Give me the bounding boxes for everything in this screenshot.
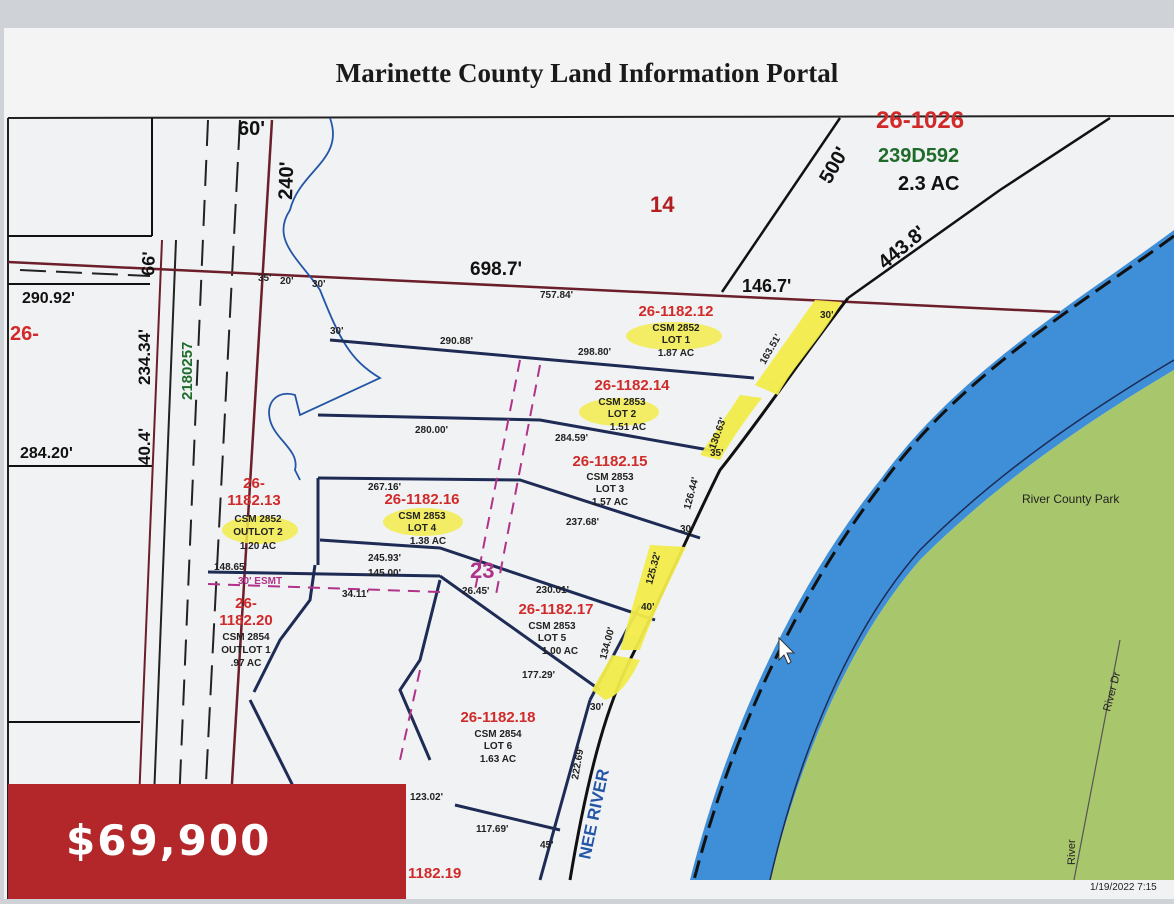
dim-40: 40' (641, 602, 655, 613)
dim-245-93: 245.93' (368, 553, 401, 564)
lot5-csm: CSM 2853 (528, 621, 576, 632)
esmt-label: 30' ESMT (238, 576, 282, 587)
road-label-2: River (1066, 839, 1078, 865)
dim-290-92: 290.92' (22, 290, 75, 307)
north-parcel-id: 26-1026 (876, 107, 964, 134)
dim-267-16: 267.16' (368, 482, 401, 493)
dim-117-69: 117.69' (476, 824, 508, 835)
west-doc-number: 2180257 (179, 342, 196, 400)
outlot2-lot: OUTLOT 2 (233, 527, 283, 538)
lot5-area: 1.00 AC (542, 646, 578, 657)
lot1-lot: LOT 1 (662, 335, 691, 346)
dim-298-80: 298.80' (578, 347, 611, 358)
outlot2-id-bottom: 1182.13 (227, 492, 280, 509)
lot5-lot: LOT 5 (538, 633, 567, 644)
print-timestamp: 1/19/2022 7:15 (1090, 882, 1157, 893)
lot2-area: 1.51 AC (610, 422, 646, 433)
park-label: River County Park (1022, 492, 1120, 506)
dim-60: 60' (238, 118, 265, 140)
lot2-csm: CSM 2853 (598, 397, 646, 408)
dim-230-01: 230.01' (536, 585, 569, 596)
block-number: 23 (470, 558, 494, 583)
dim-40-4: 40.4' (135, 428, 154, 465)
dim-237-68: 237.68' (566, 517, 599, 528)
lot4-id: 26-1182.16 (384, 491, 459, 508)
lot2-id: 26-1182.14 (594, 377, 670, 394)
river-area (690, 230, 1174, 880)
dim-20: 20' (280, 276, 294, 287)
outlot1-csm: CSM 2854 (222, 632, 270, 643)
outlot1-id-top: 26- (235, 595, 257, 612)
lot6-csm: CSM 2854 (474, 729, 522, 740)
dim-30-d: 30' (312, 279, 326, 290)
dim-66: 66' (138, 251, 159, 276)
dim-698: 698.7' (470, 259, 522, 280)
price-badge: $69,900 (8, 784, 406, 899)
lot2-lot: LOT 2 (608, 409, 637, 420)
lot1-area: 1.87 AC (658, 348, 694, 359)
lot3-id: 26-1182.15 (572, 453, 647, 470)
lot6-id: 26-1182.18 (460, 709, 535, 726)
lot3-area: 1.57 AC (592, 497, 628, 508)
dim-148-65: 148.65' (214, 562, 247, 573)
outlot2-area: 1.20 AC (240, 541, 276, 552)
dim-240: 240' (275, 161, 298, 200)
lot1-id: 26-1182.12 (638, 303, 713, 320)
west-parcel-id: 26- (10, 323, 39, 345)
bottom-parcel-id: 1182.19 (408, 865, 461, 882)
dim-26-45: 26.45' (462, 586, 489, 597)
lot4-lot: LOT 4 (408, 523, 437, 534)
lot4-csm: CSM 2853 (398, 511, 446, 522)
outlot1-id-bottom: 1182.20 (219, 612, 272, 629)
dim-757: 757.84' (540, 290, 573, 301)
section-line (7, 260, 1061, 314)
dim-146: 146.7' (742, 276, 791, 296)
dim-284-59: 284.59' (555, 433, 588, 444)
outlot1-area: .97 AC (231, 658, 262, 669)
outlot1-lot: OUTLOT 1 (221, 645, 271, 656)
dim-234-34: 234.34' (135, 329, 154, 385)
dim-145-00: 145.00' (368, 568, 401, 579)
lot1-csm: CSM 2852 (652, 323, 700, 334)
dim-35-b: 35' (258, 273, 272, 284)
dim-177-29: 177.29' (522, 670, 555, 681)
lot3-csm: CSM 2853 (586, 472, 634, 483)
dim-34-11: 34.11' (342, 589, 369, 600)
dim-123-02: 123.02' (410, 792, 443, 803)
dim-35: 35' (710, 448, 724, 459)
dim-284-20: 284.20' (20, 445, 73, 462)
dim-30-c: 30' (590, 702, 604, 713)
dim-280-00: 280.00' (415, 425, 448, 436)
section-number: 14 (650, 192, 675, 217)
lot6-lot: LOT 6 (484, 741, 513, 752)
lot6-area: 1.63 AC (480, 754, 516, 765)
lot4-area: 1.38 AC (410, 536, 446, 547)
park-area (770, 370, 1174, 880)
shore-line (692, 234, 1174, 881)
dim-30-a: 30' (820, 310, 834, 321)
north-parcel-doc: 239D592 (878, 145, 959, 167)
dim-30-b: 30' (680, 524, 694, 535)
north-parcel-area: 2.3 AC (898, 173, 960, 195)
lot5-id: 26-1182.17 (518, 601, 593, 618)
dim-30-e: 30' (330, 326, 344, 337)
lot3-lot: LOT 3 (596, 484, 625, 495)
outlot2-csm: CSM 2852 (234, 514, 282, 525)
dim-290-88: 290.88' (440, 336, 473, 347)
outlot2-id-top: 26- (243, 475, 265, 492)
dim-45: 45' (540, 840, 554, 851)
page-title: Marinette County Land Information Portal (335, 58, 839, 88)
cursor-arrow-icon (778, 636, 796, 665)
